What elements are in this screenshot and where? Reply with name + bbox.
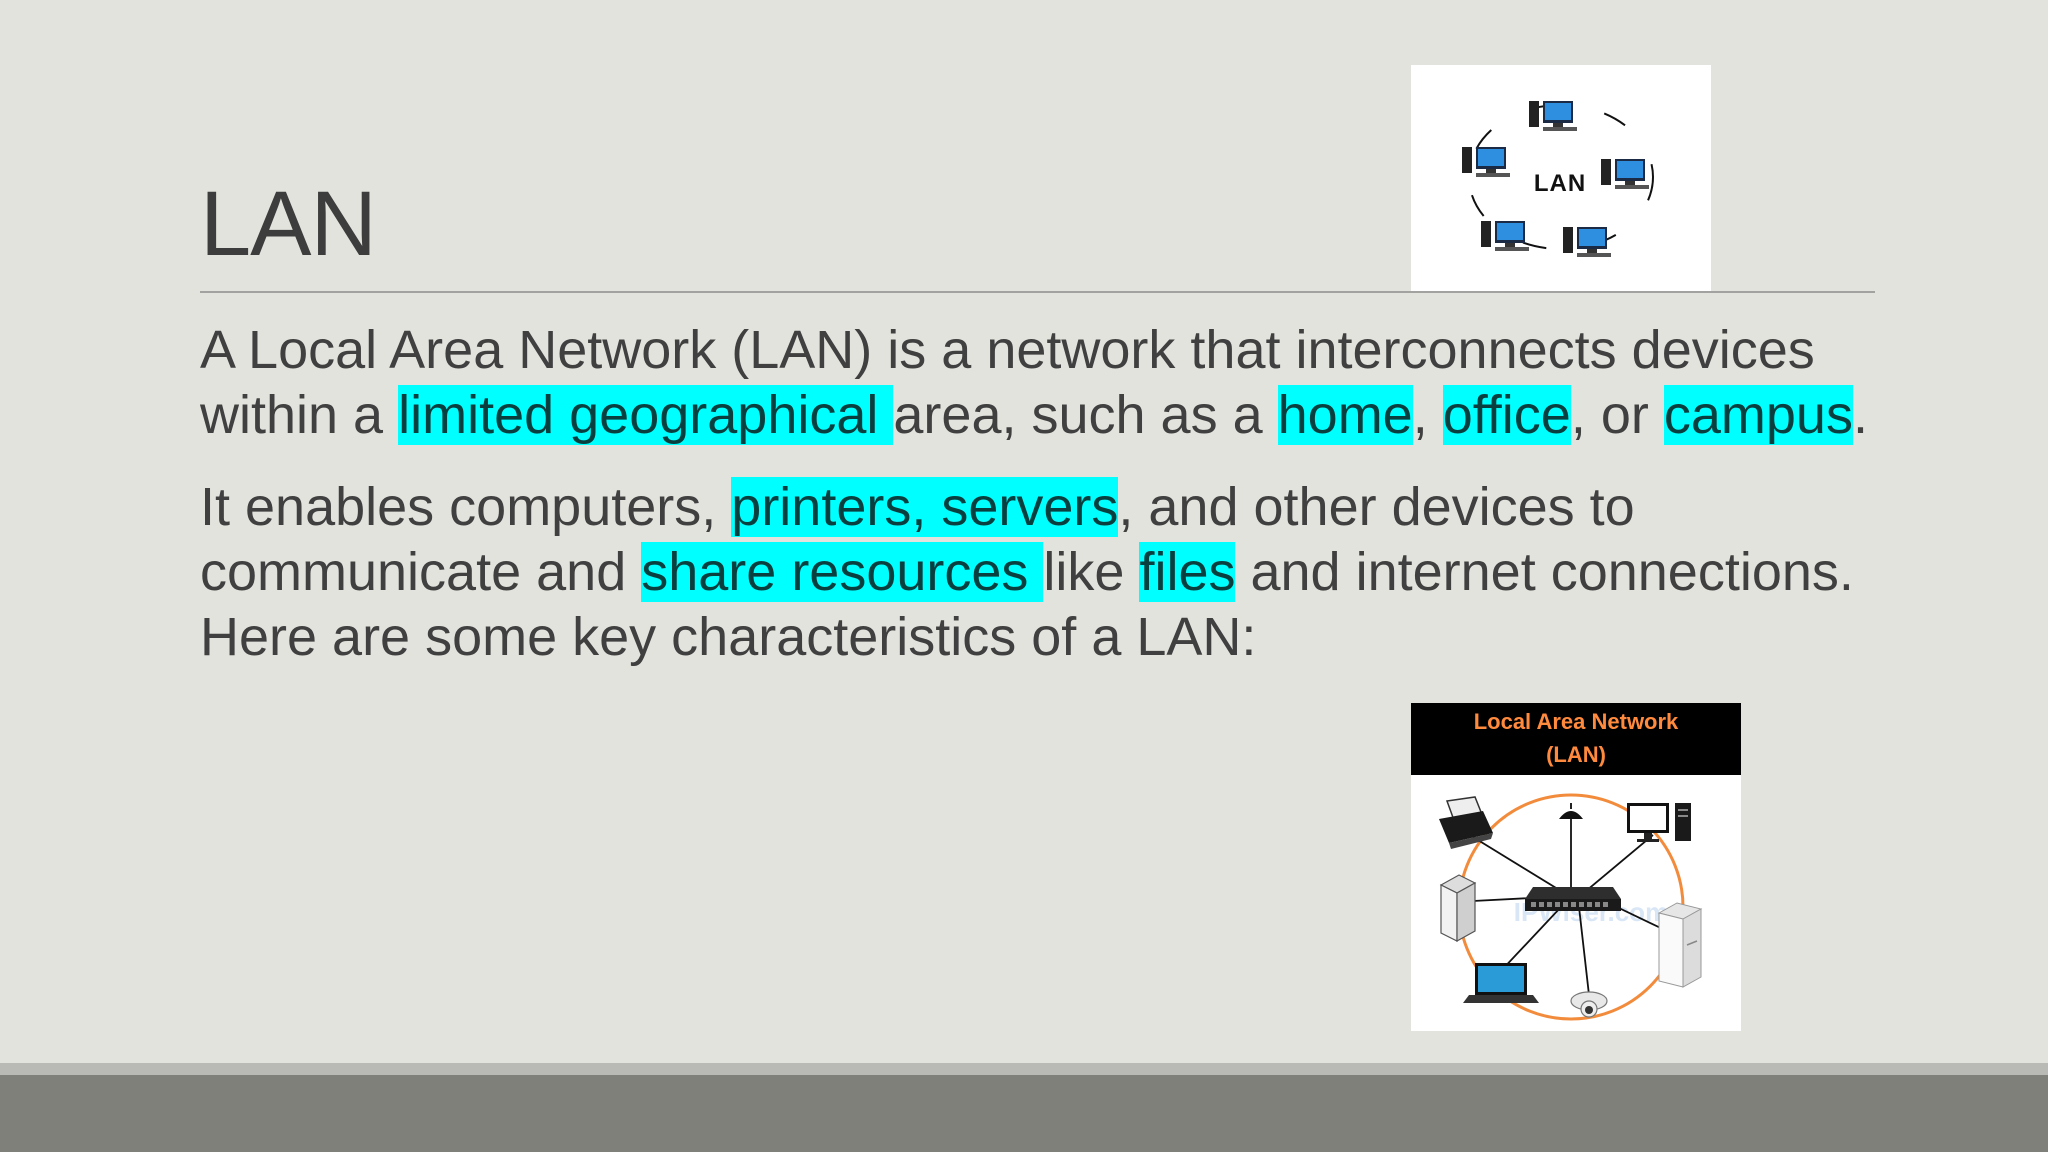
printer-icon — [1439, 796, 1493, 849]
text-run: and internet connections. Here are some … — [200, 542, 1854, 667]
computer-icon — [1627, 803, 1691, 842]
text-run: area, such as a — [893, 385, 1278, 445]
text-run: It enables computers, — [200, 477, 732, 537]
computer-icon — [1481, 221, 1529, 251]
lan-network-image: Local Area Network (LAN) IPWiser.com — [1411, 703, 1741, 1031]
footer-band — [0, 1075, 2048, 1152]
switch-icon — [1525, 887, 1621, 911]
laptop-icon — [1463, 963, 1539, 1003]
computer-icon — [1529, 101, 1577, 131]
highlighted-text: limited geographical — [398, 385, 894, 445]
text-run: A Local Area Network (LAN) is a network … — [200, 320, 1815, 445]
paragraph-2: It enables computers, printers, servers,… — [200, 475, 1890, 670]
highlighted-text: printers, servers — [731, 477, 1119, 537]
highlighted-text: files — [1139, 542, 1236, 602]
text-run: , — [1412, 385, 1443, 445]
text-run: like — [1043, 542, 1140, 602]
highlighted-text: home — [1277, 385, 1413, 445]
lan-ring-image: LAN — [1411, 65, 1711, 291]
dashed-ring — [1468, 104, 1654, 250]
title-divider — [200, 291, 1875, 293]
lan-ring-label: LAN — [1534, 170, 1586, 197]
computer-icon — [1601, 159, 1649, 189]
text-run: , and other devices to communicate and — [200, 477, 1635, 602]
lan-network-subtitle: (LAN) — [1546, 742, 1606, 767]
text-run: . — [1852, 385, 1868, 445]
lan-network-title: Local Area Network — [1473, 709, 1679, 734]
camera-icon — [1570, 991, 1608, 1018]
slide-title: LAN — [200, 173, 377, 275]
network-links — [1472, 815, 1668, 996]
footer-accent — [0, 1063, 2048, 1075]
computer-icon — [1462, 147, 1510, 177]
lan-ring-diagram: LAN — [1462, 101, 1654, 257]
refrigerator-icon — [1657, 902, 1703, 988]
slide-body: A Local Area Network (LAN) is a network … — [200, 318, 1890, 670]
lan-network-header: Local Area Network (LAN) — [1411, 703, 1741, 775]
highlighted-text: office — [1442, 385, 1571, 445]
highlighted-text: campus — [1663, 385, 1853, 445]
access-point-icon — [1559, 803, 1583, 819]
paragraph-1: A Local Area Network (LAN) is a network … — [200, 318, 1890, 448]
server-icon — [1439, 874, 1477, 943]
highlighted-text: share resources — [641, 542, 1044, 602]
text-run: , or — [1570, 385, 1664, 445]
lan-network-diagram: IPWiser.com — [1439, 793, 1703, 1021]
computer-icon — [1563, 227, 1611, 257]
